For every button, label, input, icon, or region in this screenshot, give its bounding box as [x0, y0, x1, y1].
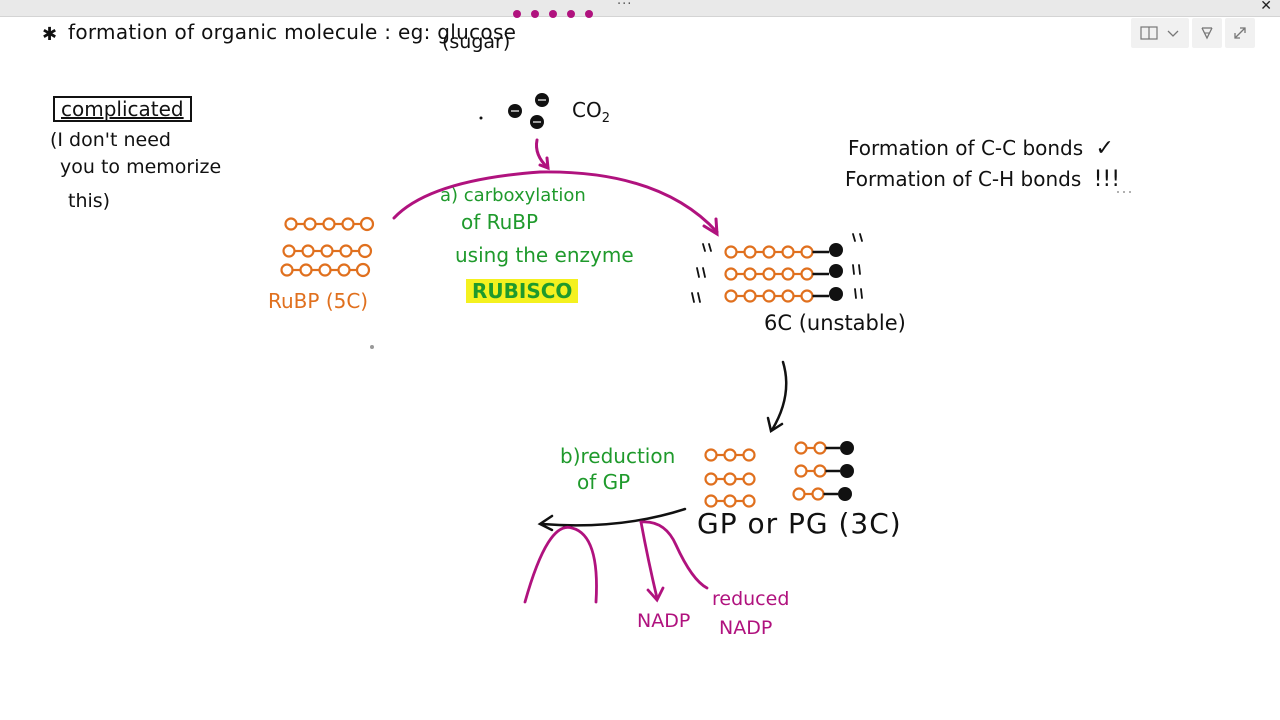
reduction-arrow: [537, 507, 687, 532]
aside-line-2: you to memorize: [60, 156, 222, 178]
aside-line-3: this): [68, 190, 111, 212]
six-carbon-molecules: [691, 233, 863, 303]
co2-molecules: [479, 93, 549, 129]
reading-view-button[interactable]: [1131, 18, 1189, 48]
window-title-bar: ··· ✕: [0, 0, 1280, 17]
rubisco-label: RUBISCO: [466, 279, 579, 303]
co2-text: CO: [572, 98, 602, 122]
rubp-label: RuBP (5C): [268, 289, 369, 313]
close-icon[interactable]: ✕: [1260, 0, 1272, 14]
gp-molecules-left: [704, 448, 756, 508]
co2-subscript: 2: [601, 111, 610, 126]
aside-line-1: (I don't need: [50, 129, 171, 151]
six-carbon-label: 6C (unstable): [764, 311, 906, 335]
co2-label: CO2: [572, 100, 610, 125]
step-b-line-1: b)reduction: [560, 444, 676, 468]
ch-bonds-note: Formation of C-H bonds !!!: [845, 169, 1120, 191]
fullscreen-button[interactable]: [1225, 18, 1255, 48]
complicated-label: complicated: [53, 96, 192, 122]
step-a-line-3: using the enzyme: [455, 243, 634, 267]
split-arrow: [766, 360, 788, 434]
overflow-menu-icon[interactable]: ···: [617, 0, 633, 12]
star-icon: ✱: [42, 24, 57, 45]
exclamation-marks: !!!: [1093, 167, 1121, 192]
highlighter-icon: [1201, 27, 1213, 40]
ink-button[interactable]: [1192, 18, 1222, 48]
sugar-label: (sugar): [442, 31, 511, 53]
cc-bonds-text: Formation of C-C bonds: [848, 136, 1084, 160]
checkmark-icon: ✓: [1095, 136, 1114, 161]
organic-molecule-heading: formation of organic molecule : eg: gluc…: [68, 20, 517, 44]
glucose-dots: [513, 10, 593, 18]
carboxylation-arrow: [392, 170, 719, 237]
expand-icon: [1234, 27, 1246, 39]
book-panel-icon: [1140, 26, 1179, 40]
reduced-nadp-line-2: NADP: [719, 617, 773, 639]
step-b-line-2: of GP: [577, 470, 631, 494]
co2-entry-arrow: [535, 138, 550, 171]
chevron-down-icon: [1167, 30, 1179, 37]
reduced-nadp-line-1: reduced: [712, 588, 790, 610]
step-a-line-1: a) carboxylation: [440, 185, 586, 206]
step-a-line-2: of RuBP: [461, 210, 539, 234]
cc-bonds-note: Formation of C-C bonds ✓: [848, 138, 1114, 160]
nadp-arrows: [523, 520, 709, 604]
gp-label: GP or PG (3C): [697, 507, 902, 540]
gp-molecules-right: [792, 441, 854, 501]
ch-bonds-text: Formation of C-H bonds: [845, 167, 1082, 191]
viewer-toolbar: [1131, 18, 1255, 48]
nadp-label: NADP: [637, 610, 691, 632]
rubp-molecules: [280, 216, 375, 278]
